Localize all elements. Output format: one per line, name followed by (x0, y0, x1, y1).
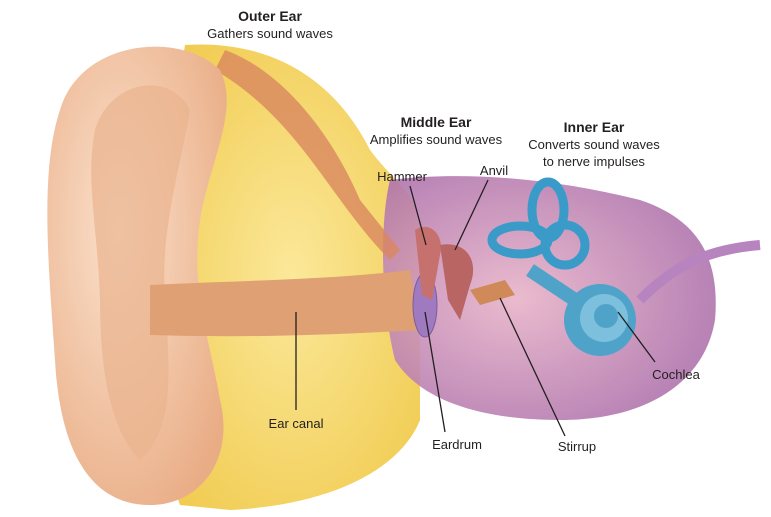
hammer-label: Hammer (377, 169, 427, 184)
middle-inner-ear-region (383, 176, 716, 420)
cochlea-label: Cochlea (652, 367, 700, 382)
semicircular-canals (487, 177, 590, 270)
anvil-label: Anvil (479, 163, 509, 178)
eardrum-label: Eardrum (432, 437, 482, 452)
stirrup (470, 280, 515, 305)
temporal-bone (161, 44, 422, 510)
anvil (440, 244, 474, 320)
ear-canal (150, 270, 420, 337)
cochlea (564, 284, 636, 356)
ear-canal-label: Ear canal (268, 416, 324, 431)
stirrup-label: Stirrup (557, 439, 597, 454)
hammer (415, 226, 441, 300)
